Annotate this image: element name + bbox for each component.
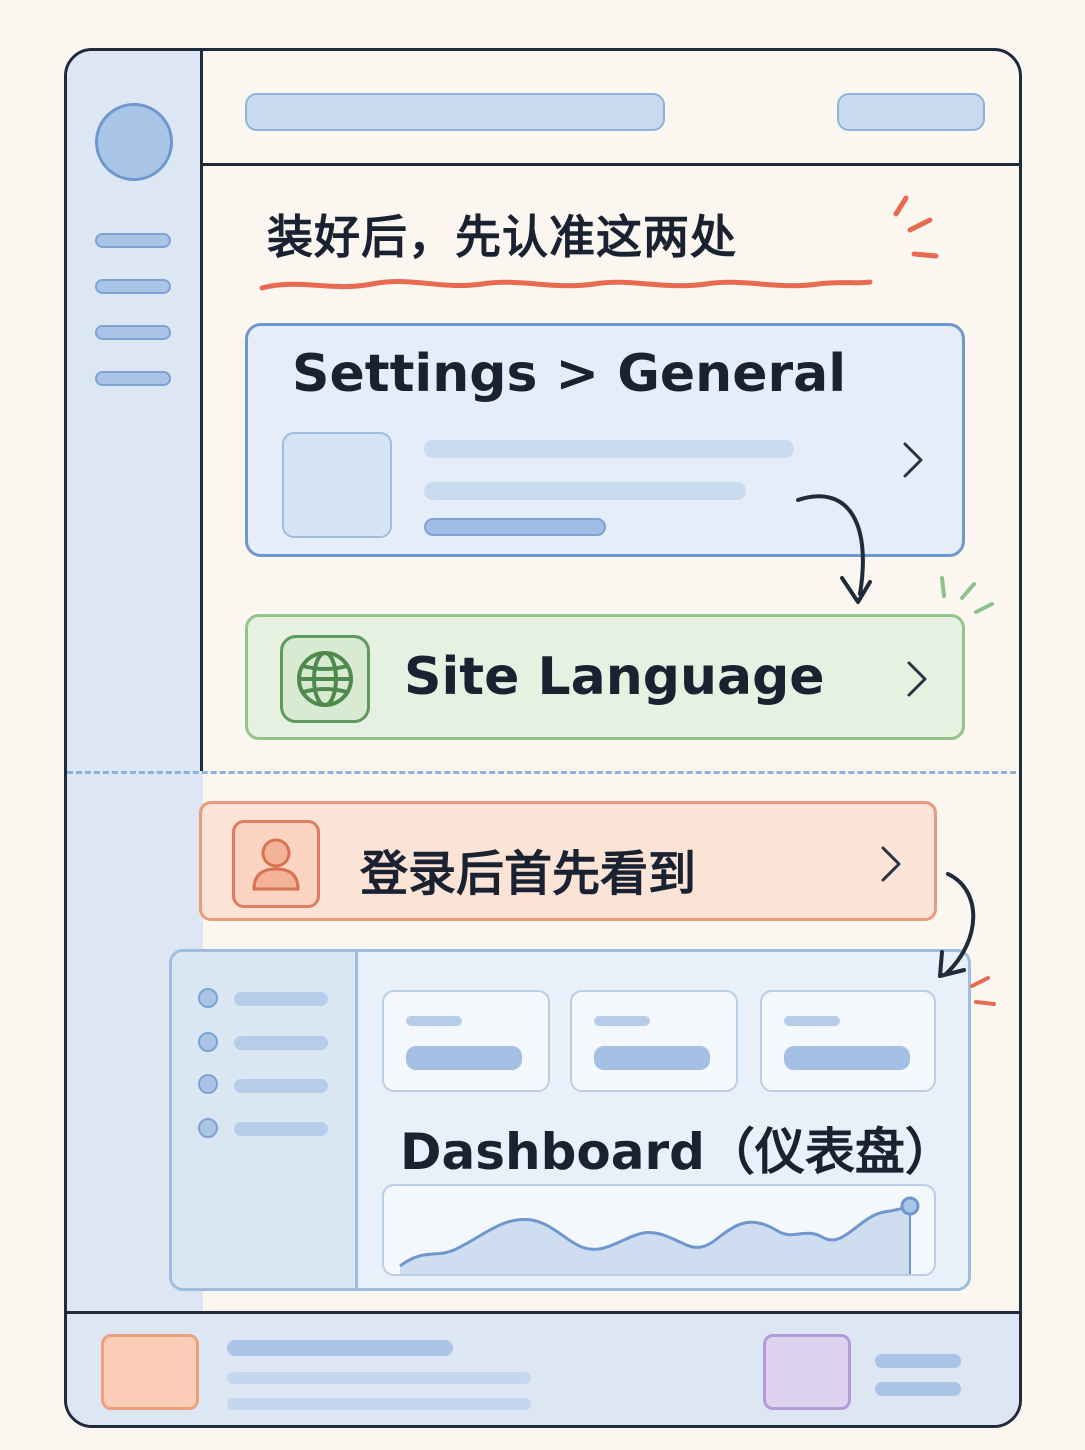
- thumbnail-placeholder: [282, 432, 392, 538]
- nav-dot: [198, 1032, 218, 1052]
- avatar[interactable]: [95, 103, 173, 181]
- settings-general-title: Settings > General: [292, 344, 847, 404]
- nav-dot: [198, 988, 218, 1008]
- footer-purple-tile[interactable]: [763, 1334, 851, 1410]
- nav-dot: [198, 1074, 218, 1094]
- sparkle-icon: [940, 576, 994, 614]
- sparkle-icon: [893, 195, 939, 259]
- sidebar-item[interactable]: [95, 233, 171, 248]
- search-bar[interactable]: [245, 93, 665, 131]
- chevron-right-icon[interactable]: [900, 440, 926, 480]
- stat-card: [382, 990, 550, 1092]
- footer-text-line: [227, 1340, 453, 1356]
- sidebar-item[interactable]: [95, 325, 171, 340]
- text-placeholder: [424, 440, 794, 458]
- footer-text-line: [875, 1382, 961, 1396]
- user-icon: [232, 820, 320, 908]
- chevron-right-icon[interactable]: [904, 659, 930, 699]
- nav-line: [234, 1036, 328, 1050]
- footer-bar: [67, 1311, 1019, 1425]
- stat-card: [760, 990, 936, 1092]
- site-language-label: Site Language: [404, 647, 825, 707]
- settings-general-card[interactable]: Settings > General: [245, 323, 965, 557]
- stat-card: [570, 990, 738, 1092]
- globe-icon: [280, 635, 370, 723]
- top-bar: [203, 51, 1019, 166]
- curved-arrow-icon: [796, 494, 872, 604]
- after-login-label: 登录后首先看到: [360, 846, 697, 902]
- app-window: 装好后，先认准这两处 Settings > General Site Langu…: [64, 48, 1022, 1428]
- sidebar-item[interactable]: [95, 371, 171, 386]
- nav-line: [234, 992, 328, 1006]
- site-language-row[interactable]: Site Language: [245, 614, 965, 740]
- chevron-right-icon[interactable]: [878, 844, 904, 884]
- curved-arrow-icon: [938, 872, 976, 978]
- sparkline: [399, 1196, 920, 1274]
- after-login-row[interactable]: 登录后首先看到: [199, 801, 937, 921]
- section-divider: [67, 771, 1019, 774]
- dashboard-sidebar: [172, 952, 358, 1288]
- text-placeholder: [424, 482, 746, 500]
- page-heading: 装好后，先认准这两处: [267, 210, 737, 264]
- nav-dot: [198, 1118, 218, 1138]
- dashboard-chart: [382, 1184, 936, 1276]
- heading-underline: [259, 279, 873, 291]
- footer-text-line: [875, 1354, 961, 1368]
- sparkle-icon: [970, 976, 996, 1006]
- dashboard-label: Dashboard（仪表盘）: [400, 1123, 955, 1181]
- dashboard-preview[interactable]: Dashboard（仪表盘）: [169, 949, 971, 1291]
- footer-orange-tile[interactable]: [101, 1334, 199, 1410]
- nav-line: [234, 1079, 328, 1093]
- footer-text-line: [227, 1398, 531, 1410]
- sidebar-item[interactable]: [95, 279, 171, 294]
- footer-text-line: [227, 1372, 531, 1384]
- top-action-button[interactable]: [837, 93, 985, 131]
- nav-line: [234, 1122, 328, 1136]
- text-placeholder: [424, 518, 606, 536]
